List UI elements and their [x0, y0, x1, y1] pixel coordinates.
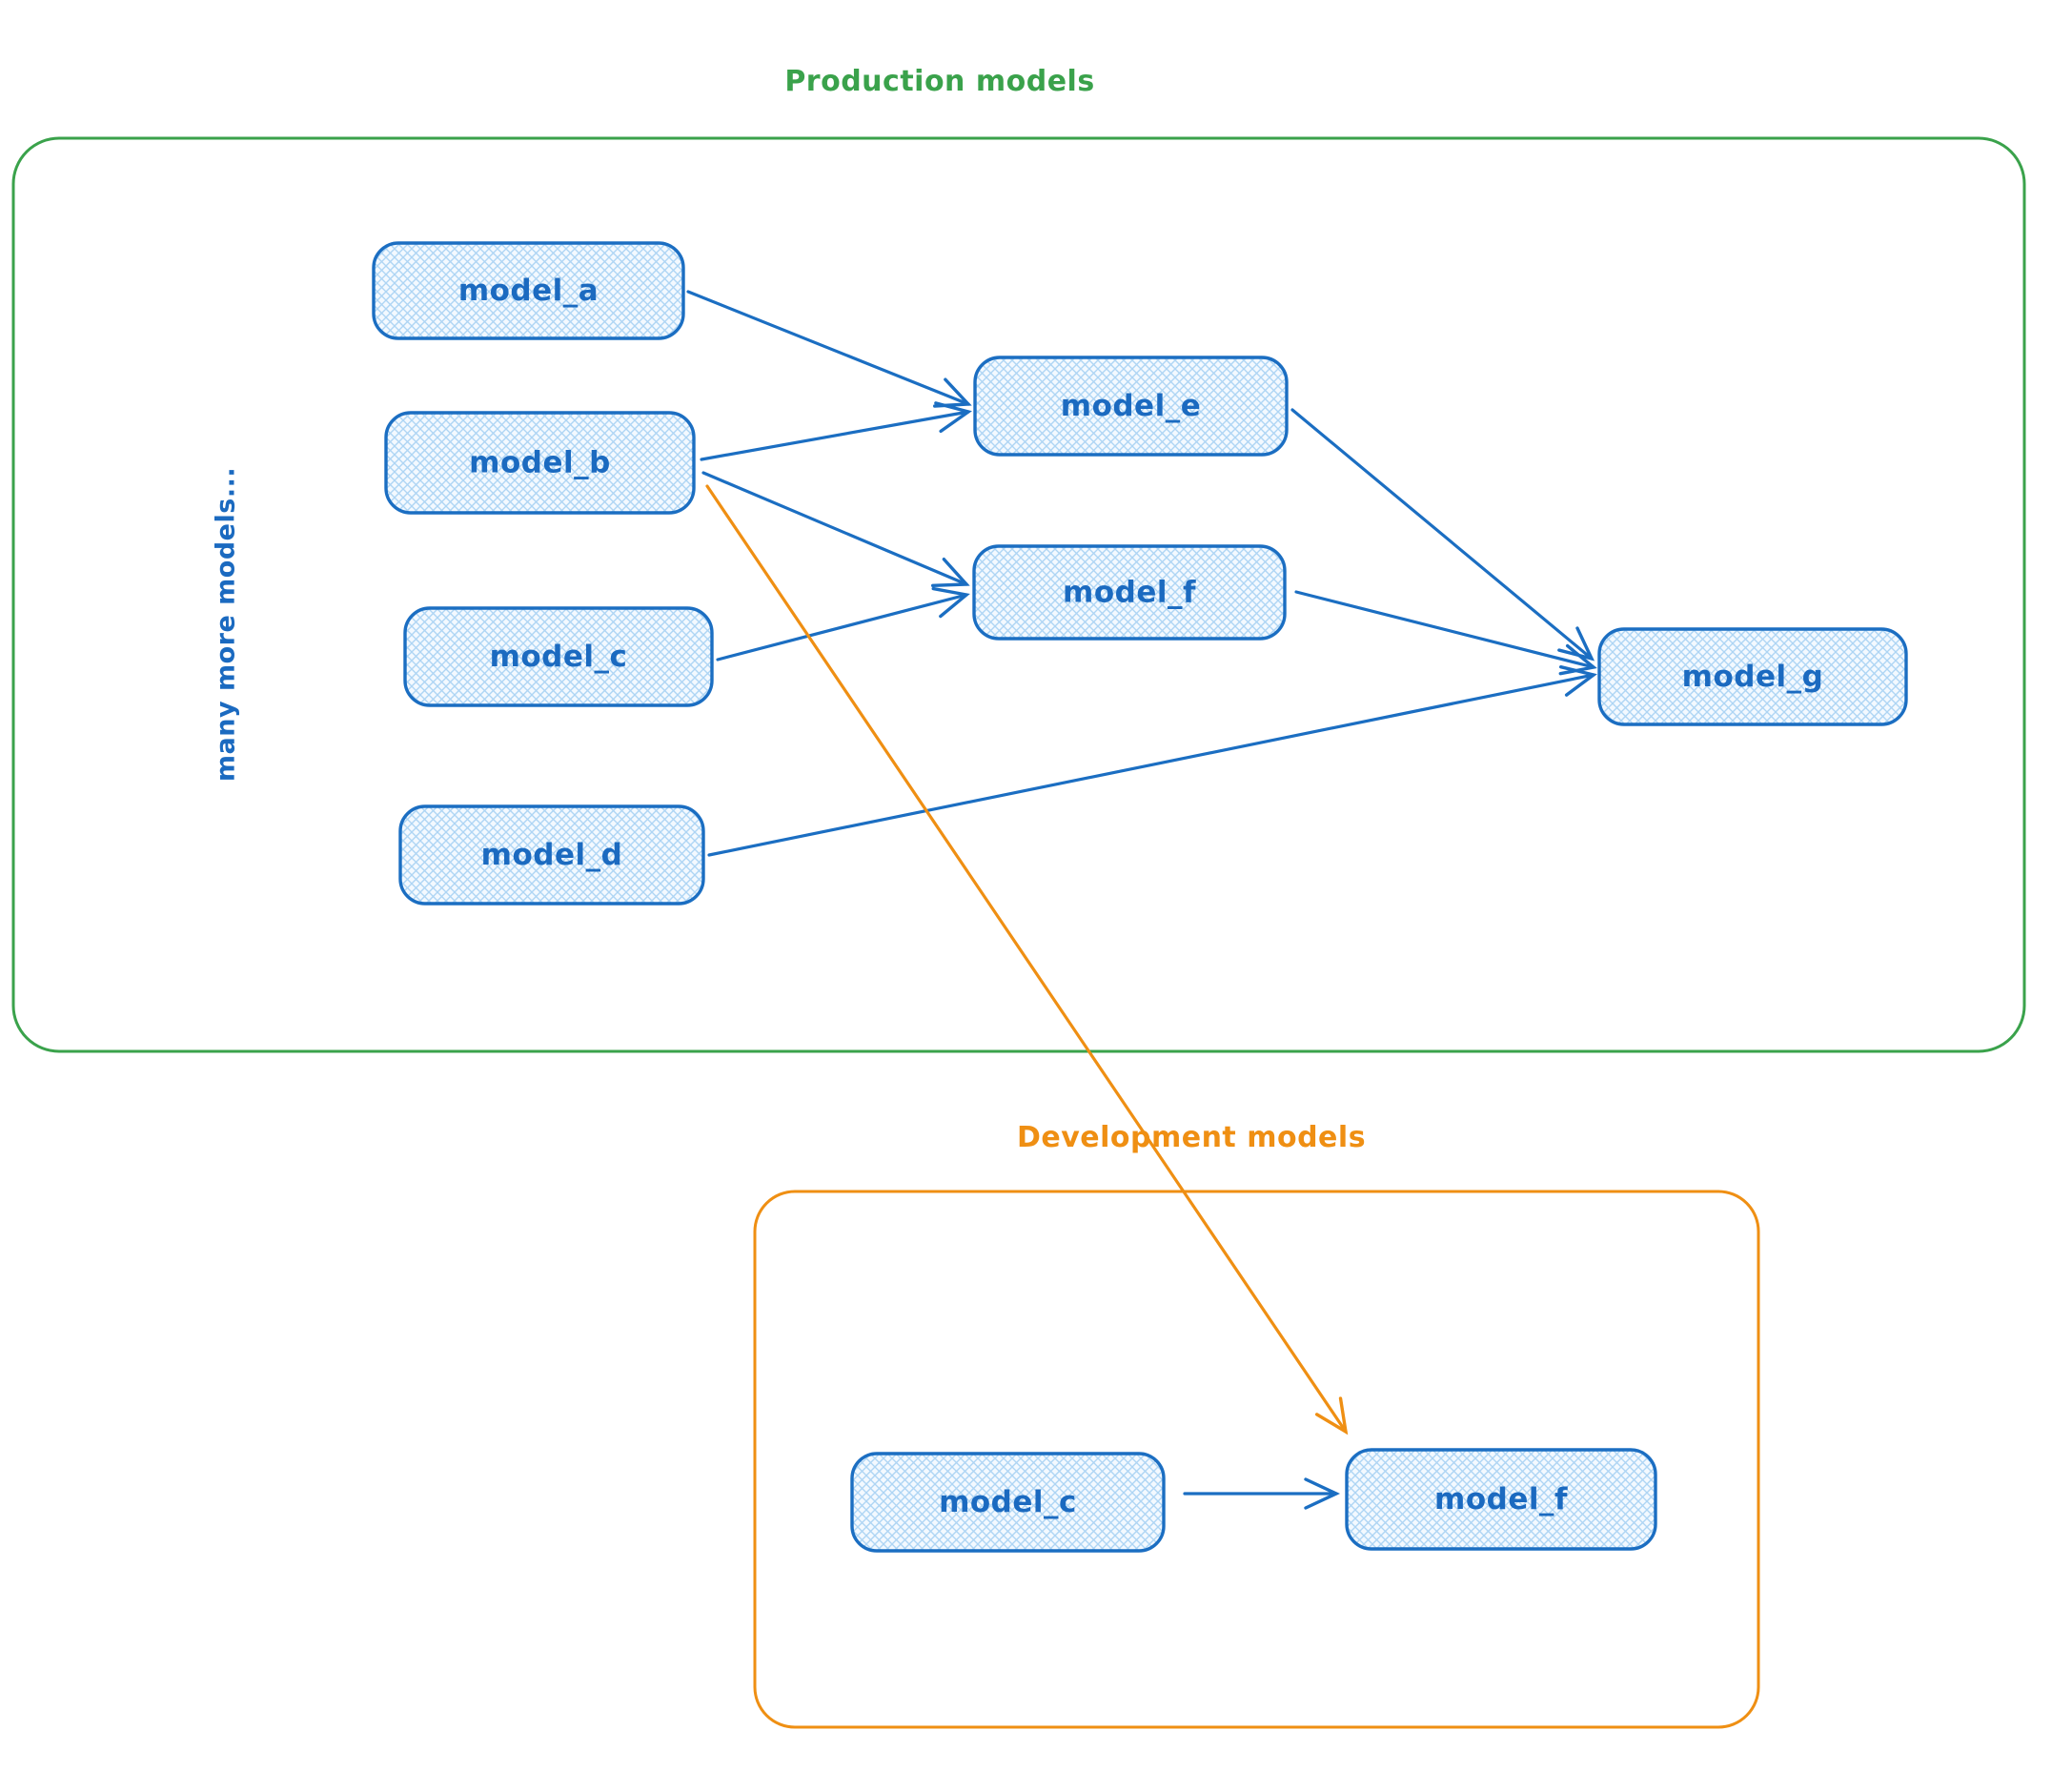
node-model-b: model_b	[384, 411, 696, 515]
node-box-model-b	[384, 411, 696, 515]
node-box-model-c	[403, 606, 714, 707]
node-model-d: model_d	[398, 804, 705, 906]
arrow-model-c-to-model-f	[716, 586, 970, 662]
edges-layer	[686, 290, 1597, 1510]
arrow-model-e-to-model-g	[1290, 408, 1595, 662]
node-model-c: model_c	[403, 606, 714, 707]
arrow-model-a-to-model-e	[686, 290, 972, 408]
node-box-model-d	[398, 804, 705, 906]
node-model-a: model_a	[372, 241, 685, 340]
nodes-layer: model_a model_b model_c model_d model_emodel…	[372, 241, 1908, 1553]
node-label-model-a: model_a	[458, 274, 599, 308]
node-dev-model-f: model_f	[1345, 1448, 1657, 1551]
arrow-model-f-to-model-g	[1294, 590, 1597, 676]
development-models-container	[753, 1190, 1760, 1729]
node-box-model-g	[1597, 627, 1908, 726]
node-label-model-c: model_c	[490, 640, 628, 674]
arrow-model-b-to-model-e	[700, 401, 972, 461]
node-label-model-b: model_b	[469, 446, 611, 480]
node-box-model-a	[372, 241, 685, 340]
node-label-model-d: model_d	[481, 838, 623, 872]
node-model-e: model_e	[973, 356, 1289, 457]
node-box-model-e	[973, 356, 1289, 457]
containers-layer	[11, 136, 2026, 1729]
node-model-g: model_g	[1597, 627, 1908, 726]
production-models-container	[11, 136, 2026, 1053]
node-label-dev-model-c: model_c	[939, 1485, 1077, 1519]
node-label-model-f: model_f	[1063, 576, 1196, 610]
node-model-f: model_f	[972, 544, 1287, 641]
arrow-model-b-to-dev-model-f	[705, 484, 1349, 1435]
arrow-model-d-to-model-g	[707, 664, 1597, 857]
node-label-model-e: model_e	[1061, 389, 1201, 423]
node-label-model-g: model_g	[1682, 660, 1824, 694]
node-dev-model-c: model_c	[850, 1452, 1166, 1553]
node-box-dev-model-f	[1345, 1448, 1657, 1551]
production-models-title: Production models	[784, 65, 1095, 98]
development-models-title: Development models	[1016, 1121, 1367, 1154]
arrow-model-b-to-model-f	[701, 471, 970, 588]
node-box-model-f	[972, 544, 1287, 641]
node-box-dev-model-c	[850, 1452, 1166, 1553]
node-label-dev-model-f: model_f	[1434, 1482, 1568, 1517]
